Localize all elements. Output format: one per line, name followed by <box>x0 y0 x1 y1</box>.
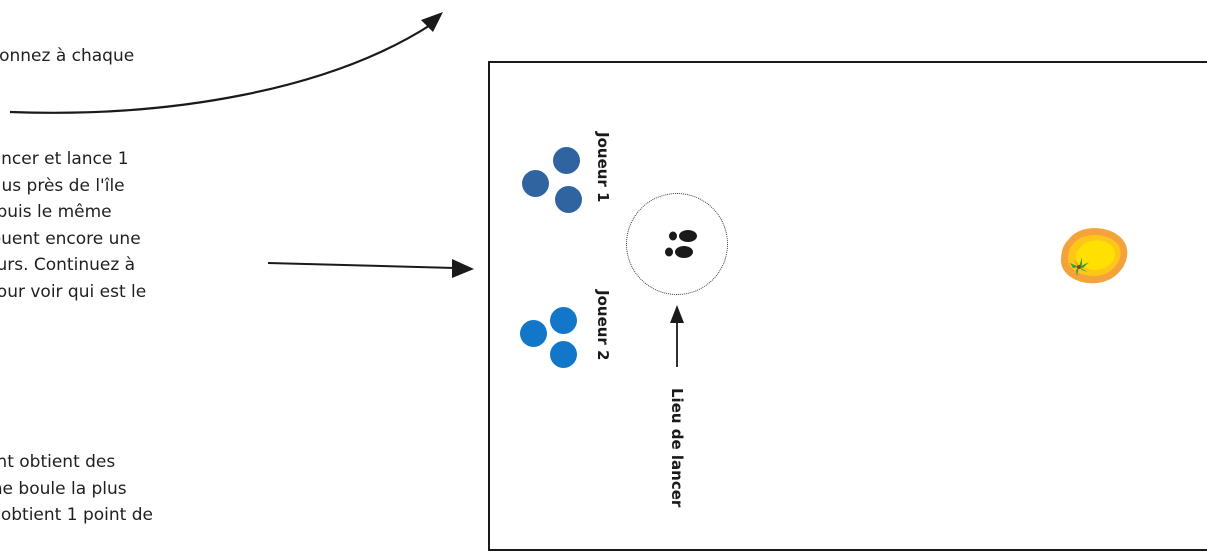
instruction-paragraph-3: ant obtient des me boule la plus il obti… <box>0 449 153 529</box>
instruction-line: me boule la plus <box>0 478 127 499</box>
instruction-line: plus près de l'île <box>0 175 125 196</box>
arrows-layer <box>9 12 684 367</box>
instruction-line: eurs. Continuez à <box>0 255 136 275</box>
footprints-icon <box>665 230 697 258</box>
instruction-line: ant obtient des <box>0 452 116 472</box>
player1-ball <box>555 186 582 213</box>
palm-tree-icon <box>1070 257 1089 276</box>
island-icon <box>1061 228 1128 284</box>
player2-ball <box>550 341 577 368</box>
instruction-line: jouent encore une <box>0 228 141 249</box>
throw-spot-arrow-head <box>670 305 684 323</box>
player2-label: Joueur 2 <box>594 290 612 361</box>
throw-spot-label: Lieu de lancer <box>668 388 686 508</box>
curved-arrow-head <box>421 12 443 32</box>
curved-arrow <box>9 23 433 114</box>
player1-label: Joueur 1 <box>594 132 612 203</box>
instruction-line: pour voir qui est le <box>0 281 147 302</box>
player1-ball <box>522 170 549 197</box>
instruction-paragraph-2: lancer et lance 1 plus près de l'île epu… <box>0 146 146 305</box>
field-pointer-arrow <box>267 262 456 269</box>
player2-ball <box>550 307 577 334</box>
field-pointer-arrow-head <box>452 259 474 278</box>
instruction-line: lancer et lance 1 <box>0 149 129 169</box>
player2-ball <box>520 320 547 347</box>
instruction-line: Donnez à chaque <box>0 46 135 66</box>
instruction-line: il obtient 1 point de <box>0 505 153 525</box>
instruction-paragraph-1: Donnez à chaque <box>0 43 134 70</box>
player1-ball <box>553 147 580 174</box>
throw-circle <box>626 193 728 295</box>
